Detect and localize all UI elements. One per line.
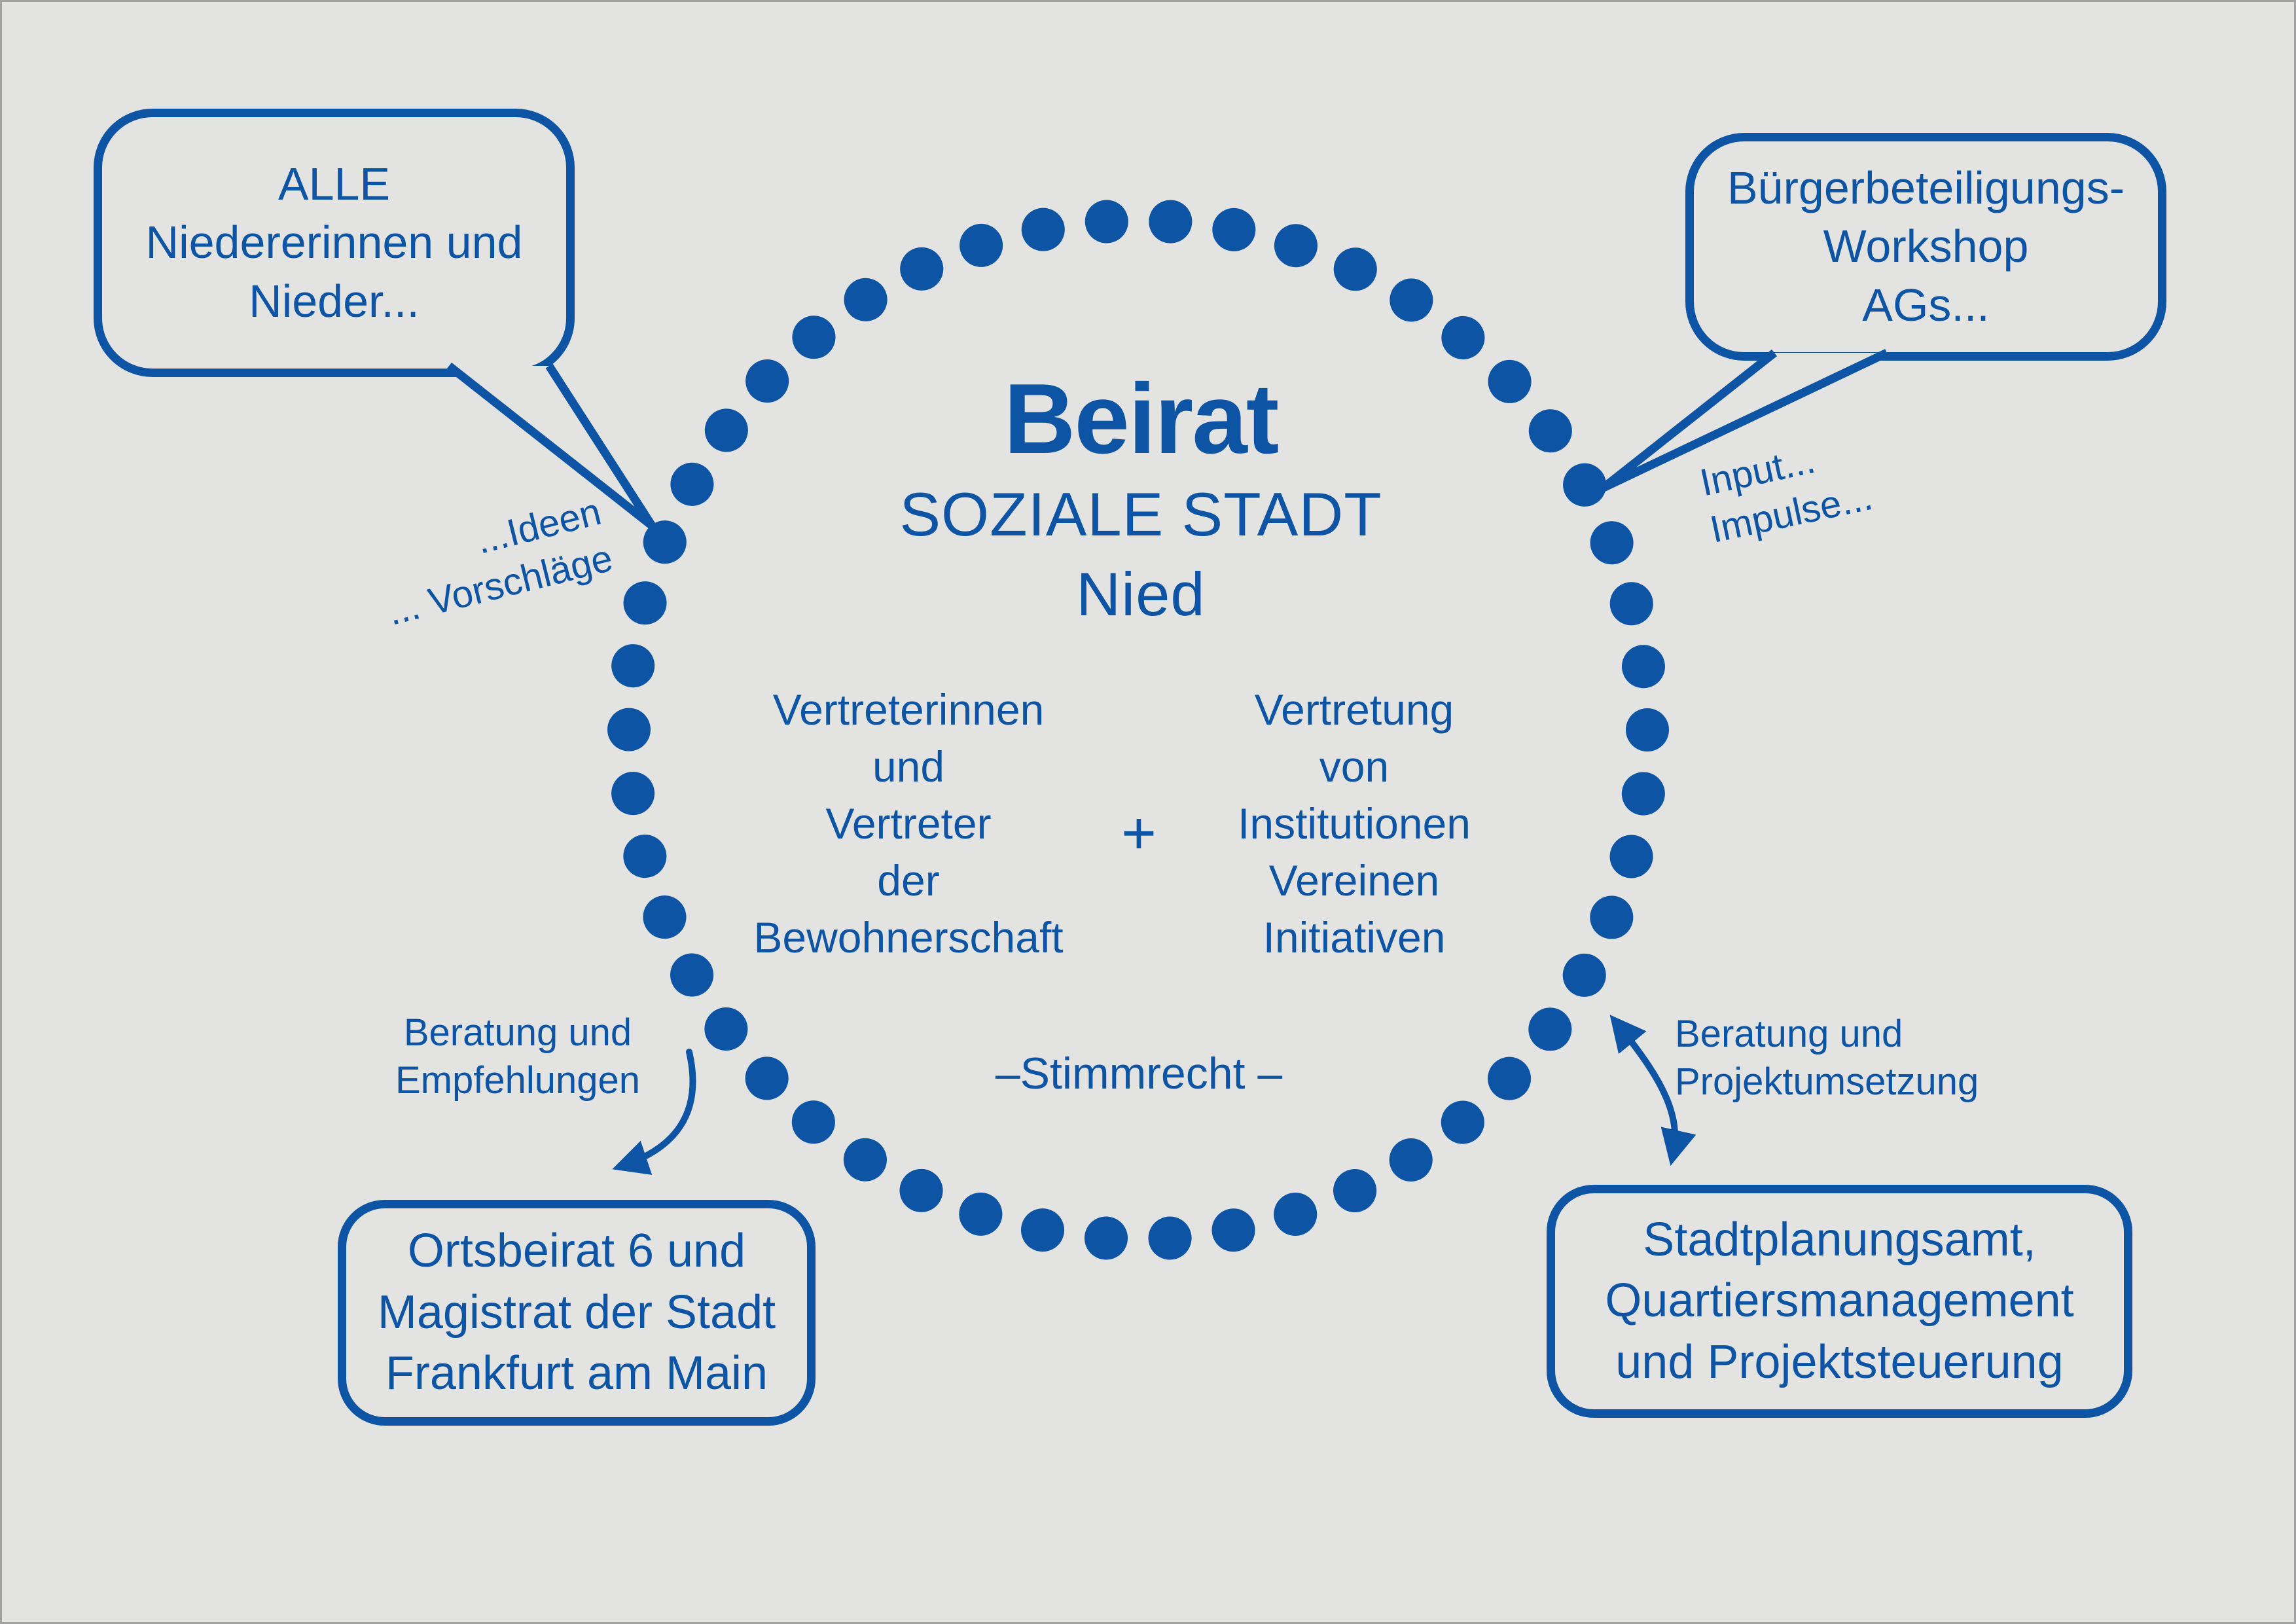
- voting-note: –Stimmrecht –: [995, 1049, 1283, 1098]
- residents-column-line: Vertreterinnen: [772, 685, 1045, 734]
- residents-column-line: Vertreter: [825, 799, 992, 848]
- box-bottom-right-line: Stadtplanungsamt,: [1643, 1213, 2036, 1266]
- diagram-subtitle-district: Nied: [1076, 560, 1206, 629]
- diagram-title: Beirat: [1003, 363, 1280, 475]
- residents-column-line: Bewohnerschaft: [753, 913, 1064, 962]
- speech-bubble-top-right-line: Bürgerbeteiligungs-: [1727, 162, 2125, 213]
- speech-bubble-top-right: Bürgerbeteiligungs- Workshop AGs...: [1685, 133, 2166, 361]
- speech-bubble-top-right-line: AGs...: [1862, 279, 1990, 331]
- institutions-column-line: Initiativen: [1263, 913, 1446, 962]
- box-bottom-right: Stadtplanungsamt, Quartiersmanagement un…: [1547, 1185, 2132, 1418]
- input-annotation: Input... Impulse...: [1696, 426, 1876, 554]
- advice-right-label-line: Projektumsetzung: [1675, 1060, 1979, 1104]
- speech-bubble-top-left: ALLE Niedererinnen und Nieder...: [94, 109, 575, 377]
- plus-sign: +: [1121, 800, 1157, 867]
- box-bottom-left-line: Frankfurt am Main: [385, 1347, 768, 1400]
- diagram-subtitle: SOZIALE STADT: [899, 480, 1382, 549]
- speech-bubble-top-left-line: ALLE: [278, 158, 391, 209]
- box-bottom-right-line: Quartiersmanagement: [1605, 1274, 2074, 1327]
- residents-column: Vertreterinnen und Vertreter der Bewohne…: [753, 681, 1063, 967]
- box-bottom-left: Ortsbeirat 6 und Magistrat der Stadt Fra…: [338, 1200, 816, 1426]
- box-bottom-left-line: Ortsbeirat 6 und: [407, 1225, 746, 1278]
- institutions-column-line: Vertretung: [1254, 685, 1454, 734]
- advice-left-label-line: Beratung und: [403, 1011, 632, 1054]
- institutions-column-line: Institutionen: [1238, 799, 1471, 848]
- speech-bubble-top-right-line: Workshop: [1823, 221, 2029, 272]
- residents-column-line: und: [872, 742, 945, 791]
- advice-left-label-line: Empfehlungen: [395, 1059, 641, 1102]
- residents-column-line: der: [877, 856, 940, 905]
- speech-bubble-top-left-line: Niedererinnen und: [145, 217, 523, 268]
- speech-bubble-top-left-line: Nieder...: [249, 275, 420, 327]
- ideas-annotation: ...Ideen ... Vorschläge: [366, 488, 618, 638]
- institutions-column-line: Vereinen: [1268, 856, 1440, 905]
- double-arrow-advice-right-icon: [1609, 1015, 1696, 1166]
- box-bottom-right-line: und Projektsteuerung: [1615, 1335, 2064, 1388]
- circle-center-heading: Beirat SOZIALE STADT Nied: [899, 363, 1382, 635]
- box-bottom-left-line: Magistrat der Stadt: [377, 1286, 776, 1339]
- advice-right-label: Beratung und Projektumsetzung: [1675, 1010, 1979, 1106]
- advice-left-label: Beratung und Empfehlungen: [368, 1009, 667, 1104]
- institutions-column: Vertretung von Institutionen Vereinen In…: [1238, 681, 1471, 967]
- advice-right-label-line: Beratung und: [1675, 1013, 1903, 1055]
- institutions-column-line: von: [1319, 742, 1390, 791]
